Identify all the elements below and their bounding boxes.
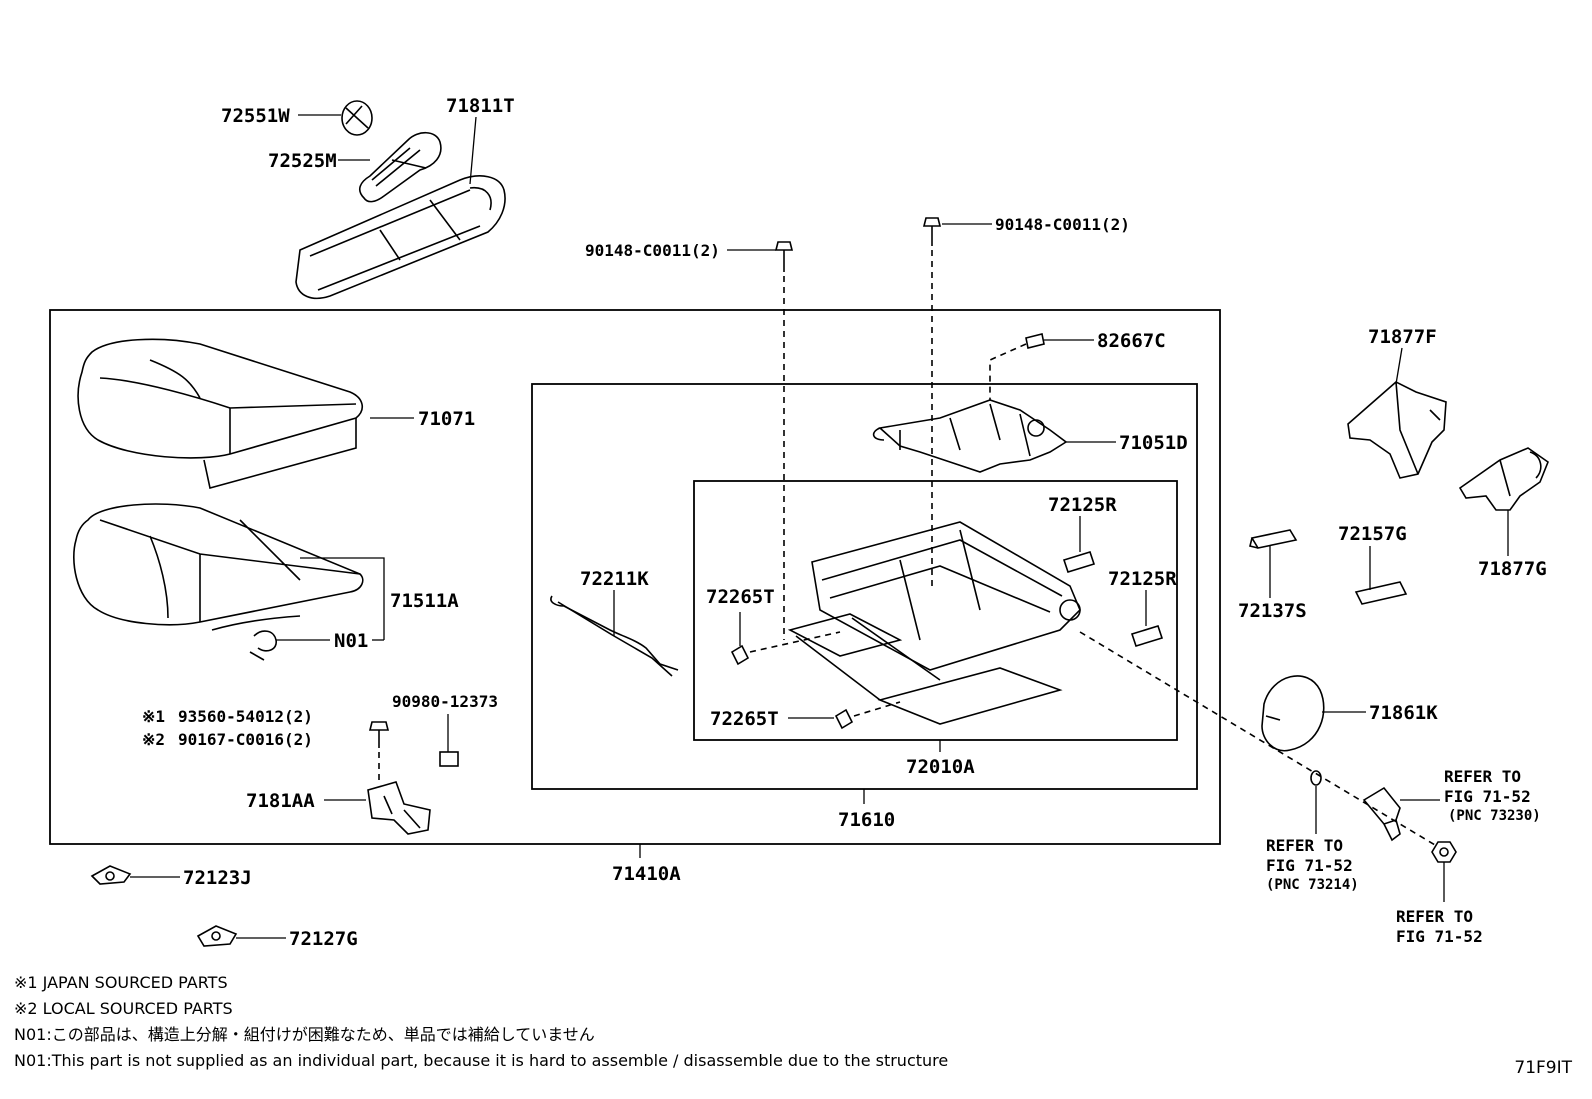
part-82667C-connector[interactable] [1025, 333, 1045, 349]
label-93560: 93560-54012(2) [178, 707, 313, 726]
ref2-line2[interactable]: FIG 71-52 [1266, 856, 1353, 875]
label-71610: 71610 [838, 809, 895, 831]
label-90980: 90980-12373 [392, 692, 498, 711]
note-japan-sourced: ※1 JAPAN SOURCED PARTS [14, 973, 228, 992]
part-7181AA-bracket[interactable] [367, 781, 431, 835]
mark-1: ※1 [142, 707, 165, 726]
note-n01-japanese: N01:この部品は、構造上分解・組付けが困難なため、単品では補給していません [14, 1025, 595, 1044]
box-71410A [49, 309, 1221, 845]
label-72010A: 72010A [906, 756, 975, 778]
ref1-line2[interactable]: FIG 71-52 [1444, 787, 1531, 806]
label-72137S: 72137S [1238, 600, 1307, 622]
part-72551W-knob-cap[interactable] [341, 100, 373, 136]
part-90148-bolt-right[interactable] [922, 217, 942, 246]
label-71410A: 71410A [612, 863, 681, 885]
label-71811T: 71811T [446, 95, 515, 117]
ref2-line1[interactable]: REFER TO [1266, 836, 1343, 855]
footnotes: ※1 JAPAN SOURCED PARTS ※2 LOCAL SOURCED … [14, 970, 948, 1074]
part-71071-cushion-cover[interactable] [77, 338, 363, 489]
part-ref-nut[interactable] [1431, 841, 1457, 863]
part-72125R-lower[interactable] [1130, 625, 1164, 647]
label-71877F: 71877F [1368, 326, 1437, 348]
label-72551W: 72551W [221, 105, 290, 127]
label-72265T-lower: 72265T [710, 708, 779, 730]
part-72127G-clip[interactable] [196, 925, 238, 947]
label-72125R-upper: 72125R [1048, 494, 1117, 516]
part-ref-73230-fitting[interactable] [1362, 786, 1401, 842]
part-72265T-clip-upper[interactable] [730, 644, 750, 666]
ref1-line1[interactable]: REFER TO [1444, 767, 1521, 786]
note-local-sourced: ※2 LOCAL SOURCED PARTS [14, 999, 233, 1018]
label-72157G: 72157G [1338, 523, 1407, 545]
part-72125R-upper[interactable] [1062, 551, 1096, 573]
label-72123J: 72123J [183, 867, 252, 889]
part-71877G-side-cover[interactable] [1458, 447, 1549, 511]
part-71877F-side-cover[interactable] [1347, 381, 1447, 479]
part-N01-sensor-harness[interactable] [211, 615, 301, 661]
label-72525M: 72525M [268, 150, 337, 172]
label-82667C: 82667C [1097, 330, 1166, 352]
ref3-line2[interactable]: FIG 71-52 [1396, 927, 1483, 946]
part-93560-bolt[interactable] [368, 721, 390, 748]
label-72125R-lower: 72125R [1108, 568, 1177, 590]
mark-2: ※2 [142, 730, 165, 749]
part-71811T-recliner-cover[interactable] [295, 175, 506, 300]
box-72010A [693, 480, 1178, 741]
part-72525M-recliner-knob[interactable] [358, 131, 442, 203]
label-90148-left: 90148-C0011(2) [585, 241, 720, 260]
ref1-line3: (PNC 73230) [1448, 808, 1541, 824]
label-71877G: 71877G [1478, 558, 1547, 580]
label-N01: N01 [334, 630, 368, 652]
part-72137S-bracket[interactable] [1249, 529, 1298, 549]
part-72010A-seat-frame[interactable] [787, 521, 1081, 725]
part-71511A-cushion-pad[interactable] [73, 503, 364, 626]
part-90980-connector[interactable] [439, 751, 459, 767]
part-ref-73214-washer[interactable] [1310, 770, 1322, 786]
label-72127G: 72127G [289, 928, 358, 950]
part-90148-bolt-left[interactable] [774, 241, 794, 272]
part-72211K-wire[interactable] [550, 595, 679, 677]
label-72211K: 72211K [580, 568, 649, 590]
label-71511A: 71511A [390, 590, 459, 612]
label-7181AA: 7181AA [246, 790, 315, 812]
figure-id: 71F9IT [1514, 1058, 1572, 1078]
part-72265T-clip-lower[interactable] [834, 708, 854, 730]
part-72157G-bracket[interactable] [1354, 581, 1408, 605]
part-71051D-height-adjuster[interactable] [872, 399, 1068, 473]
note-n01-english: N01:This part is not supplied as an indi… [14, 1051, 949, 1070]
label-90148-right: 90148-C0011(2) [995, 215, 1130, 234]
label-71071: 71071 [418, 408, 475, 430]
ref3-line1[interactable]: REFER TO [1396, 907, 1473, 926]
label-90167: 90167-C0016(2) [178, 730, 313, 749]
ref2-line3: (PNC 73214) [1266, 877, 1359, 893]
part-72123J-clip[interactable] [90, 865, 132, 885]
label-72265T-upper: 72265T [706, 586, 775, 608]
label-71861K: 71861K [1369, 702, 1438, 724]
label-71051D: 71051D [1119, 432, 1188, 454]
part-71861K-cover[interactable] [1261, 675, 1325, 752]
